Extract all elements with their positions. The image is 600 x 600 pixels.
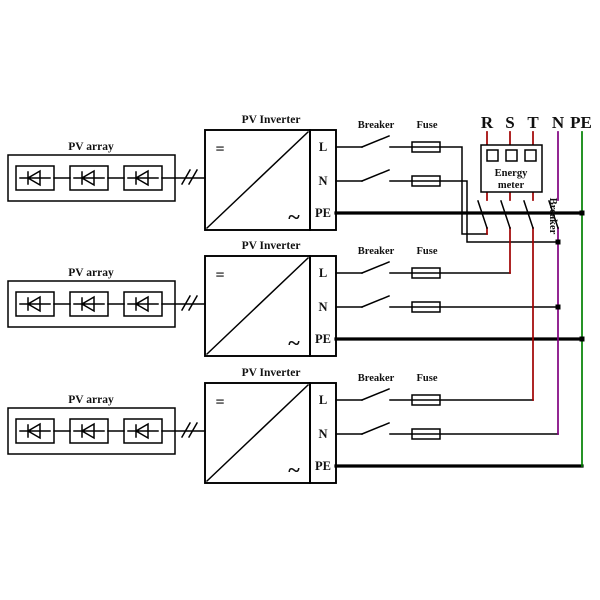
fuse-body [411,394,441,406]
pv-array-3: PV array [7,394,206,455]
junction-dot [555,304,561,310]
ac-symbol: ~ [288,330,300,355]
junction-dot [579,336,585,342]
bus-breaker-switches [477,200,559,229]
pv-module-symbol [73,295,105,313]
junction-dot [555,239,561,245]
ac-connection-2: Breaker Fuse [334,246,584,341]
fuse-label: Fuse [417,373,438,384]
pv-array-label: PV array [68,141,114,153]
terminal-pe-label: PE [315,459,331,473]
inverter-diagonal [205,383,310,483]
fuse-body [411,301,441,313]
terminal-n-label: N [318,174,327,188]
pv-inverter-label: PV Inverter [242,114,301,126]
energy-meter: Energy meter [480,144,543,193]
fuse-label: Fuse [417,246,438,257]
ac-connection-1: Breaker Fuse [334,120,584,243]
fuse-body [411,175,441,187]
terminal-strip [309,382,337,484]
pv-module-symbol [19,295,51,313]
pv-module-symbol [19,169,51,187]
pv-array-2: PV array [7,267,206,328]
dc-break-symbol [180,421,199,439]
meter-digit-window [505,149,518,162]
energy-meter-box [480,144,543,193]
bus-n-label: N [552,113,565,132]
breaker-label: Breaker [358,246,395,257]
pv-module-symbol [127,169,159,187]
terminal-l-label: L [319,140,327,154]
pv-inverter-1: PV Inverter = ~ L N PE [204,114,337,231]
terminal-strip [309,129,337,231]
breaker-switch [361,295,390,308]
breaker-switch [361,388,390,401]
fuse-body [411,428,441,440]
line-wire [335,146,488,235]
terminal-n-label: N [318,300,327,314]
pv-inverter-2: PV Inverter = ~ L N PE [204,240,337,357]
dc-break-symbol [180,294,199,312]
fuse-label: Fuse [417,120,438,131]
dc-symbol: = [215,394,224,411]
breaker-switch [361,422,390,435]
pv-array-label: PV array [68,394,114,406]
breaker-switch [361,261,390,274]
ac-connection-3: Breaker Fuse [334,373,584,468]
bus-r-label: R [481,113,494,132]
meter-digit-window [524,149,537,162]
junction-dot [579,210,585,216]
dc-break-symbol [180,168,199,186]
pv-module-symbol [127,295,159,313]
breaker-label: Breaker [358,373,395,384]
junction-dots [555,210,585,342]
terminal-l-label: L [319,393,327,407]
breaker-switch [361,169,390,182]
bus-breaker-label: Breaker [547,198,558,235]
terminal-l-label: L [319,266,327,280]
terminal-pe-label: PE [315,206,331,220]
pv-module-symbol [127,422,159,440]
breaker-switch [361,135,390,148]
pv-inverter-3: PV Inverter = ~ L N PE [204,367,337,484]
neutral-wire [335,180,559,243]
ac-symbol: ~ [288,457,300,482]
pv-module-symbol [73,422,105,440]
pv-module-symbol [19,422,51,440]
bus-s-label: S [505,113,514,132]
ac-symbol: ~ [288,204,300,229]
dc-symbol: = [215,267,224,284]
pv-inverter-label: PV Inverter [242,240,301,252]
terminal-strip [309,255,337,357]
inverter-diagonal [205,130,310,230]
terminal-n-label: N [318,427,327,441]
terminal-pe-label: PE [315,332,331,346]
bus-t-label: T [527,113,539,132]
meter-digit-window [486,149,499,162]
breaker-label: Breaker [358,120,395,131]
dc-symbol: = [215,141,224,158]
pv-module-symbol [73,169,105,187]
pv-inverter-label: PV Inverter [242,367,301,379]
distribution-buses: R S T N PE Breaker [477,113,592,467]
energy-meter-label-line2: meter [498,180,525,191]
fuse-body [411,141,441,153]
bus-pe-label: PE [570,113,592,132]
pv-array-1: PV array [7,141,206,202]
fuse-body [411,267,441,279]
pv-array-label: PV array [68,267,114,279]
energy-meter-label-line1: Energy [495,168,528,179]
inverter-diagonal [205,256,310,356]
